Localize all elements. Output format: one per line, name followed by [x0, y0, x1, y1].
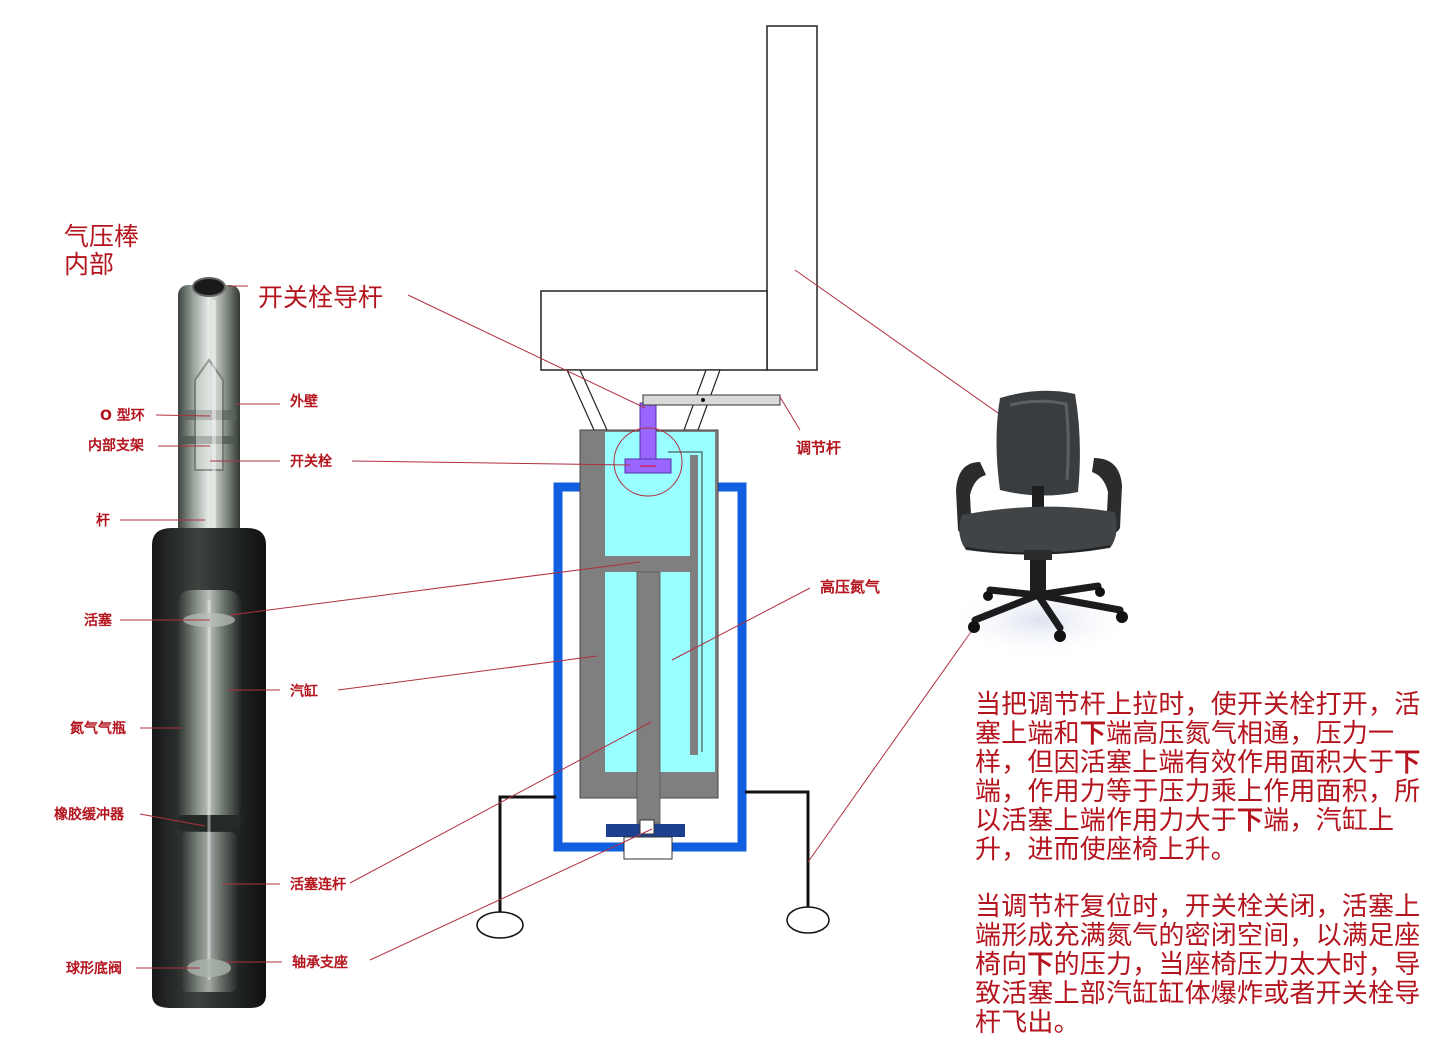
label-high-pressure-nitrogen: 高压氮气: [820, 578, 880, 596]
valve-highlight-circle: [613, 427, 683, 497]
p2-bold-1: 下: [1027, 950, 1054, 980]
label-switch-guide-rod: 开关栓导杆: [258, 283, 383, 312]
gas-lift-illustration: 气压棒 内部: [54, 222, 348, 1008]
label-cylinder-left: 汽缸: [290, 683, 318, 700]
left-support: [566, 369, 608, 431]
p1-text-1: 当把调节杆上拉时，使开关栓打开，活塞上端和: [975, 690, 1421, 749]
schematic: 开关栓导杆 调节杆 高压氮气: [229, 25, 1026, 961]
title-line1: 气压棒: [64, 222, 139, 251]
p1-text-3: 端，作用力等于压力乘上作用面积，所以活塞上端作用力大于: [975, 777, 1421, 836]
backrest: [766, 25, 818, 371]
description-paragraph-2: 当调节杆复位时，开关栓关闭，活塞上端形成充满氮气的密闭空间，以满足座椅向下的压力…: [975, 893, 1430, 1038]
label-outer-wall: 外壁: [290, 393, 318, 410]
piston-plate: [605, 556, 698, 572]
right-leg: [745, 790, 810, 910]
label-nitrogen-bubble: 氮气气瓶: [69, 720, 126, 737]
lever-bar: [642, 394, 781, 406]
lever-pivot: [701, 398, 705, 402]
left-caster: [476, 911, 524, 939]
label-bearing-seat: 轴承支座: [292, 954, 348, 971]
description-paragraph-1: 当把调节杆上拉时，使开关栓打开，活塞上端和下端高压氮气相通，压力一样，但因活塞上…: [975, 691, 1430, 865]
title-line2: 内部: [64, 250, 114, 279]
right-caster: [786, 906, 830, 934]
label-piston: 活塞: [84, 612, 113, 629]
p1-text-2: 端高压氮气相通，压力一样，但因活塞上端有效作用面积大于: [975, 719, 1395, 778]
label-o-ring: O 型环: [100, 407, 145, 424]
left-leg: [498, 795, 556, 912]
label-piston-rod: 活塞连杆: [290, 876, 346, 893]
left-leaders: [120, 285, 282, 969]
p1-text-4: 端，汽缸上升，进而使座椅上升。: [975, 806, 1395, 865]
p1-bold-3: 下: [1237, 806, 1264, 836]
p1-bold-2: 下: [1394, 748, 1421, 778]
chair-backrest-highlight: [1009, 399, 1070, 481]
chair-casters: [968, 587, 1128, 642]
chair-glow: [945, 580, 1135, 660]
label-ball-valve: 球形底阀: [66, 960, 122, 977]
label-adjust-lever: 调节杆: [796, 439, 841, 457]
label-rod: 杆: [96, 512, 110, 529]
schematic-piston-rod: [636, 571, 661, 825]
seat-block: [540, 290, 768, 371]
chair-column: [1030, 552, 1046, 594]
p2-text-1: 当调节杆复位时，开关栓关闭，活塞上端形成充满氮气的密闭空间，以满足座椅向: [975, 892, 1421, 980]
chair-column-top: [1024, 550, 1052, 560]
label-switch-plug-left: 开关栓: [290, 453, 332, 470]
office-chair-illustration: [945, 390, 1135, 660]
chair-backrest: [996, 390, 1080, 496]
label-rubber-buffer: 橡胶缓冲器: [54, 806, 125, 823]
gas-bypass-channel: [698, 445, 715, 772]
label-inner-bracket: 内部支架: [88, 437, 144, 454]
rod-top-cap: [192, 277, 226, 297]
p2-text-2: 的压力，当座椅压力太大时，导致活塞上部汽缸缸体爆炸或者开关栓导杆飞出。: [975, 950, 1421, 1038]
bypass-outline: [668, 451, 703, 752]
chair-seat: [959, 506, 1117, 555]
inner-mechanism: [194, 358, 224, 471]
valve-stem: [639, 402, 657, 460]
ball-valve-shape: [187, 959, 231, 977]
bypass-wall: [690, 455, 698, 755]
p1-bold-1: 下: [1079, 719, 1107, 749]
bearing-nut: [623, 836, 673, 860]
schematic-leaders: [229, 269, 1026, 961]
chair-star-base: [971, 582, 1124, 632]
bearing-bolt: [639, 819, 655, 835]
gas-lower-left: [605, 572, 637, 772]
